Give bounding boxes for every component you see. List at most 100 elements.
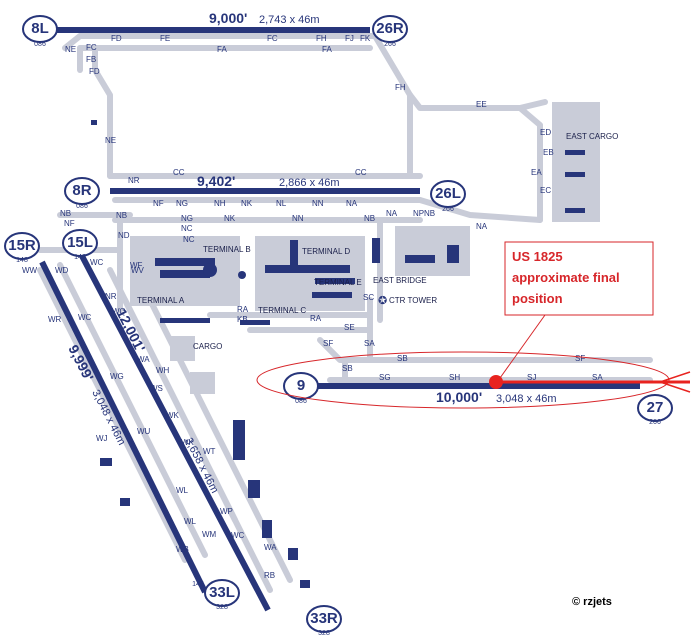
svg-text:33L: 33L bbox=[209, 584, 235, 601]
taxiway-label: NH bbox=[214, 199, 226, 208]
terminal-c-pier bbox=[312, 292, 352, 298]
taxiway-label: SH bbox=[449, 373, 460, 382]
terminal-a-concourse bbox=[160, 270, 210, 278]
taxiway-label: WC bbox=[78, 313, 92, 322]
svg-text:26R: 26R bbox=[376, 20, 404, 37]
runway-end-8r: 8R 086 bbox=[64, 177, 100, 210]
taxiway-label: RB bbox=[264, 571, 275, 580]
taxiway-label: SG bbox=[379, 373, 391, 382]
east-cargo-apron bbox=[552, 102, 600, 222]
taxiway-label: WS bbox=[150, 384, 163, 393]
taxiway-label: NE bbox=[65, 45, 76, 54]
taxiway-label: NA bbox=[386, 209, 398, 218]
taxiway-label: NK bbox=[241, 199, 253, 208]
taxiway-label: WR bbox=[48, 315, 62, 324]
runways bbox=[39, 27, 640, 612]
runway-8l-length: 9,000' bbox=[209, 10, 247, 26]
taxiway-label: NB bbox=[424, 209, 435, 218]
terminal-c-label: TERMINAL C bbox=[258, 306, 306, 315]
runway-end-26l: 26L 266 bbox=[430, 180, 466, 213]
runway-end-15r: 15R 148 bbox=[4, 232, 40, 264]
taxiway-label: NG bbox=[181, 214, 193, 223]
terminal-c-building bbox=[265, 265, 350, 273]
taxiway-label: SA bbox=[364, 339, 375, 348]
east-cargo-building-2 bbox=[565, 172, 585, 177]
taxiway-label: WL bbox=[176, 486, 189, 495]
east-cargo-building-3 bbox=[565, 208, 585, 213]
taxiway-label: NK bbox=[224, 214, 236, 223]
taxiway-label: FK bbox=[360, 34, 371, 43]
taxiway-label: SB bbox=[342, 364, 353, 373]
taxiway-label: SC bbox=[363, 293, 374, 302]
runway-end-33r: 33R 328 bbox=[306, 605, 342, 637]
taxiway-label: WK bbox=[181, 438, 195, 447]
terminal-d-label: TERMINAL D bbox=[302, 247, 350, 256]
taxiway-label: NC bbox=[181, 224, 193, 233]
taxiway-label: CC bbox=[173, 168, 185, 177]
taxiway-label: FA bbox=[217, 45, 227, 54]
taxiway-label: WH bbox=[156, 366, 170, 375]
taxiway-label: SF bbox=[575, 354, 585, 363]
taxiway-label: FH bbox=[316, 34, 327, 43]
annotation: US 1825 approximate final position bbox=[256, 241, 691, 409]
taxiway-label: SJ bbox=[527, 373, 536, 382]
svg-text:328: 328 bbox=[318, 630, 330, 637]
taxiway-label: WL bbox=[184, 517, 197, 526]
taxiway-label: NN bbox=[292, 214, 304, 223]
callout-leader-line bbox=[499, 314, 546, 379]
taxiway-label: WD bbox=[55, 266, 69, 275]
runway-end-15l: 15L 148 bbox=[62, 229, 98, 261]
callout-line-1: US 1825 bbox=[512, 249, 563, 264]
svg-text:148: 148 bbox=[16, 257, 28, 264]
final-position-marker bbox=[489, 375, 503, 389]
taxiway-label: NP bbox=[413, 209, 424, 218]
terminal-b-hub bbox=[203, 263, 217, 277]
taxiway-label: NR bbox=[105, 292, 117, 301]
taxiway-label: NF bbox=[153, 199, 164, 208]
east-bridge-pier bbox=[372, 238, 380, 263]
taxiway-label: WQ bbox=[112, 307, 126, 316]
terminal-hub-small bbox=[238, 271, 246, 279]
taxiway-label: EA bbox=[531, 168, 542, 177]
south-building-2 bbox=[248, 480, 260, 498]
svg-text:266: 266 bbox=[384, 41, 396, 48]
taxiway-label: CC bbox=[355, 168, 367, 177]
small-building bbox=[91, 120, 97, 125]
east-cargo-label: EAST CARGO bbox=[566, 132, 618, 141]
runway-9-dims: 3,048 x 46m bbox=[496, 393, 557, 405]
taxiway-label: WJ bbox=[96, 434, 108, 443]
taxiway-label: NA bbox=[476, 222, 488, 231]
east-bridge-annex bbox=[447, 245, 459, 263]
taxiway-label: FB bbox=[86, 55, 96, 64]
ctr-tower-label: CTR TOWER bbox=[389, 296, 437, 305]
taxiway-label: NF bbox=[64, 219, 75, 228]
runway-end-8l: 8L 086 bbox=[22, 15, 58, 48]
taxiway-label: WT bbox=[203, 447, 216, 456]
taxiway-label: EC bbox=[540, 186, 551, 195]
west-building-2 bbox=[120, 498, 130, 506]
taxiway-label: NC bbox=[183, 235, 195, 244]
taxiway-label: RA bbox=[310, 314, 322, 323]
svg-text:27: 27 bbox=[647, 399, 664, 416]
taxiway-label: FD bbox=[111, 34, 122, 43]
taxiway-label: FC bbox=[86, 43, 97, 52]
callout-line-2: approximate final bbox=[512, 270, 620, 285]
svg-text:086: 086 bbox=[76, 203, 88, 210]
taxiway-label: FA bbox=[322, 45, 332, 54]
taxiway-label: WC bbox=[231, 531, 245, 540]
taxiway-label: WF bbox=[130, 261, 143, 270]
taxiway-label: WP bbox=[220, 507, 233, 516]
taxiway-label: WB bbox=[176, 545, 189, 554]
buildings bbox=[91, 120, 585, 588]
taxiway-label: SA bbox=[592, 373, 603, 382]
taxiway-label: SF bbox=[323, 339, 333, 348]
taxiway-label: WC bbox=[90, 258, 104, 267]
south-building-3 bbox=[262, 520, 272, 538]
runway-8l-dims: 2,743 x 46m bbox=[259, 14, 320, 26]
highlight-ellipse bbox=[256, 351, 670, 409]
taxiway-label: WA bbox=[264, 543, 277, 552]
taxiway-label: RA bbox=[237, 305, 249, 314]
south-building-5 bbox=[300, 580, 310, 588]
